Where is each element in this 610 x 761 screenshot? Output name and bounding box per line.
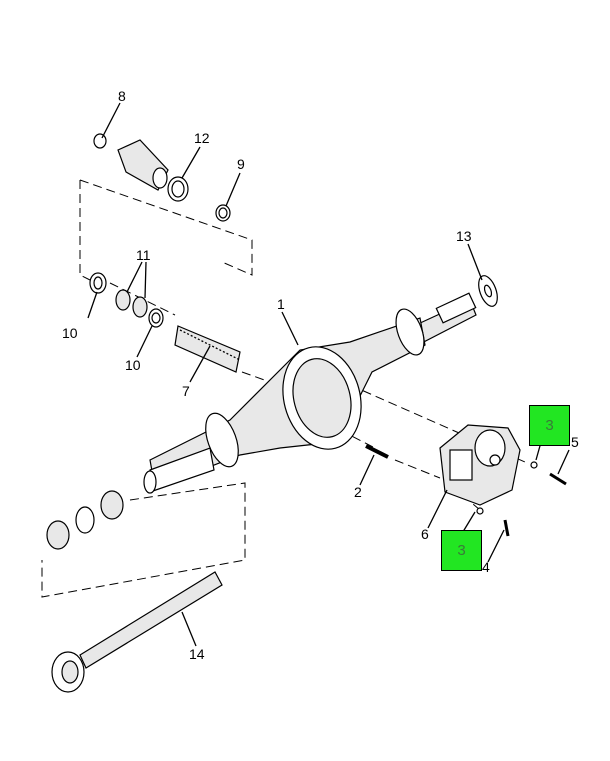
part-14-axle-shaft: [51, 571, 223, 693]
part-8-nut: [93, 133, 107, 149]
hotspot-label: 3: [545, 417, 554, 434]
callout-4: 4: [482, 559, 490, 575]
part-2-stud: [365, 444, 389, 459]
part-13-axle-flange: [404, 275, 498, 349]
callout-1: 1: [277, 296, 285, 312]
callout-13: 13: [456, 228, 472, 244]
part-yoke: [117, 139, 169, 191]
callout-2: 2: [354, 484, 362, 500]
part-11-bearing-cones: [115, 289, 148, 318]
callout-8: 8: [118, 88, 126, 104]
callout-9: 9: [237, 156, 245, 172]
part-9-snap-ring: [215, 204, 231, 222]
callout-14: 14: [189, 646, 205, 662]
hotspot-part-3-upper[interactable]: 3: [529, 405, 570, 446]
wheel-nuts-washers: [46, 490, 124, 550]
part-1-axle-housing: [143, 308, 426, 494]
callout-7: 7: [182, 383, 190, 399]
part-7-input-shaft: [174, 325, 241, 373]
callout-12: 12: [194, 130, 210, 146]
part-10-bearing-cup-b: [148, 308, 164, 328]
part-10-bearing-cup-a: [89, 272, 107, 294]
hotspot-label: 3: [457, 542, 466, 559]
callout-labels: 8 12 9 11 10 10 7 1 13 2 6 5 4 14: [62, 88, 579, 662]
callout-10-upper: 10: [62, 325, 78, 341]
part-12-seal: [167, 176, 189, 202]
part-4-bolt: [476, 507, 510, 537]
callout-11: 11: [136, 247, 151, 263]
part-5-bolt: [530, 461, 567, 486]
part-6-carrier: [439, 424, 521, 506]
callout-5: 5: [571, 434, 579, 450]
callout-6: 6: [421, 526, 429, 542]
callout-10-lower: 10: [125, 357, 141, 373]
hotspot-part-3-lower[interactable]: 3: [441, 530, 482, 571]
